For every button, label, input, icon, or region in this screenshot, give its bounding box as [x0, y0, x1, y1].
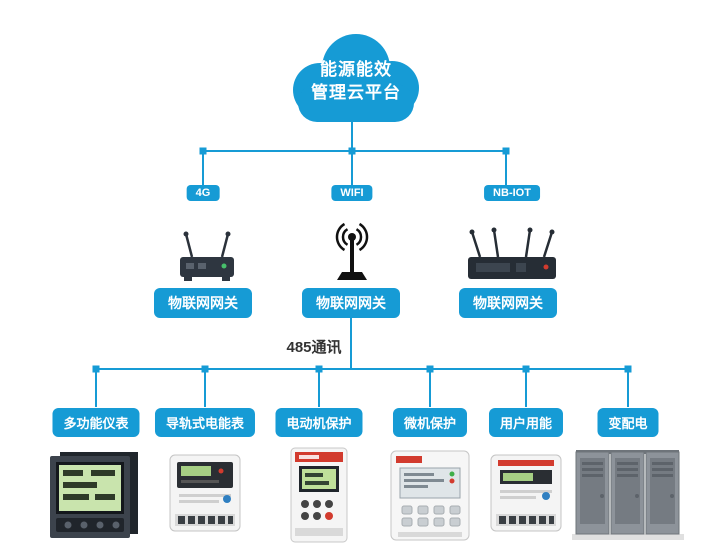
bus-485-label: 485通讯 — [286, 339, 342, 356]
motor-protection-image — [290, 447, 348, 543]
cloud-platform-label: 能源能效 管理云平台 — [276, 58, 436, 104]
multifunction-meter-image — [50, 452, 138, 538]
micro-protection-image — [390, 450, 470, 541]
badge-nb-iot: NB-IOT — [484, 185, 540, 201]
badge-wifi: WIFI — [331, 185, 373, 201]
device-label-user-energy: 用户用能 — [488, 408, 564, 437]
nb-iot-router-image — [468, 227, 556, 279]
wifi-antenna-icon — [335, 222, 369, 280]
device-label-motor-protection: 电动机保护 — [275, 408, 363, 437]
4g-router-image — [180, 231, 234, 281]
badge-4g: 4G — [186, 185, 220, 201]
gateway-label-wifi: 物联网网关 — [302, 288, 400, 318]
cloud-icon — [293, 34, 419, 122]
cloud-label-line1: 能源能效 — [320, 60, 392, 79]
distribution-cabinets-image — [572, 450, 684, 540]
din-rail-meter-image — [169, 454, 241, 532]
device-label-multifunction-meter: 多功能仪表 — [52, 408, 140, 437]
user-energy-meter-image — [490, 454, 562, 532]
device-label-din-rail-meter: 导轨式电能表 — [154, 408, 256, 437]
device-label-micro-protection: 微机保护 — [392, 408, 468, 437]
gateway-label-4g: 物联网网关 — [154, 288, 252, 318]
gateway-label-nb-iot: 物联网网关 — [459, 288, 557, 318]
cloud-platform-node: 能源能效 管理云平台 — [276, 28, 436, 130]
cloud-label-line2: 管理云平台 — [311, 83, 401, 102]
device-label-power-distribution: 变配电 — [597, 408, 659, 437]
